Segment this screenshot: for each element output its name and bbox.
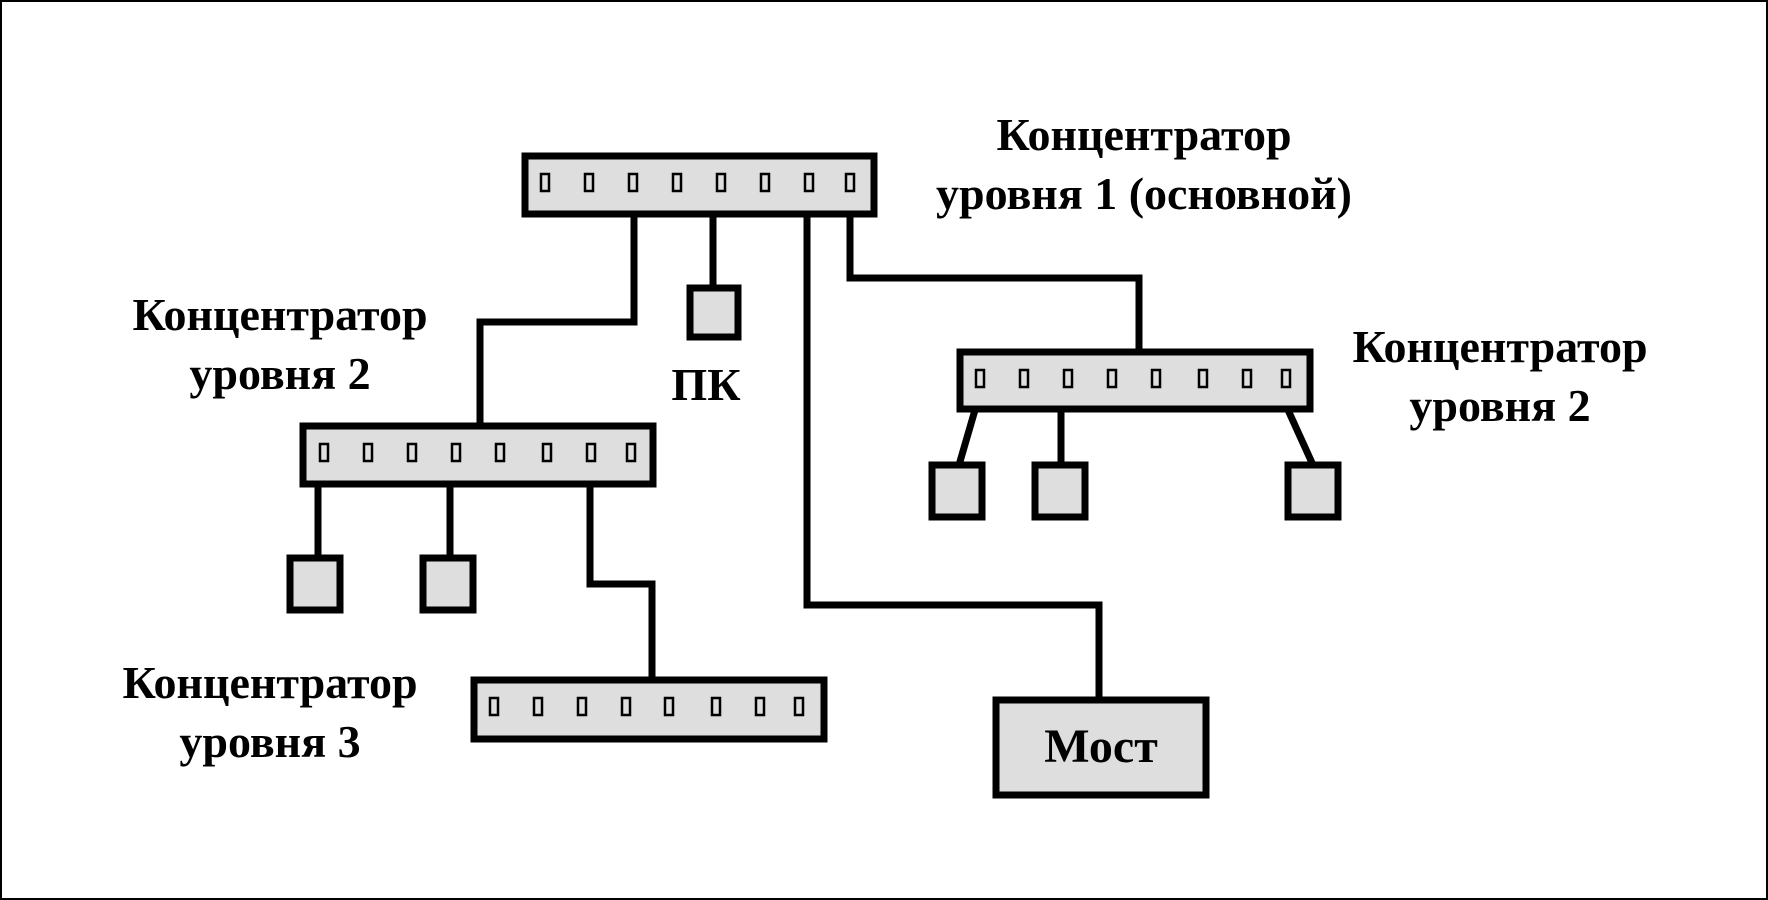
device-hub2-right-3 — [1284, 461, 1342, 521]
hub-level-1 — [521, 152, 878, 218]
hub-level-1-label-line2: уровня 1 (основной) — [936, 168, 1352, 219]
device-hub2-right-2 — [1031, 461, 1089, 521]
port — [974, 368, 986, 389]
hub-level-3-ports — [488, 696, 805, 717]
wire-hub2-right-to-device-1 — [954, 405, 980, 470]
bridge-device — [992, 696, 1210, 799]
hub-level-3-label-line1: Концентратор — [122, 657, 417, 708]
hub-level-2-right — [956, 348, 1314, 413]
port — [318, 442, 330, 463]
port — [620, 696, 632, 717]
port — [450, 442, 462, 463]
hub-level-3 — [470, 676, 828, 743]
port — [539, 172, 551, 193]
hub-level-2-right-label-line1: Концентратор — [1352, 321, 1647, 372]
port — [541, 442, 553, 463]
port — [1150, 368, 1162, 389]
hub-level-2-left-label-line1: Концентратор — [132, 289, 427, 340]
hub-level-2-right-body — [956, 348, 1314, 413]
device-hub2-left-1 — [286, 554, 344, 614]
port — [715, 172, 727, 193]
wire-hub1-to-bridge — [803, 214, 1103, 704]
device-hub2-left-2 — [419, 554, 477, 614]
hub-level-2-left — [299, 422, 657, 488]
port — [625, 442, 637, 463]
connections — [314, 214, 1318, 704]
hub-level-2-right-ports — [974, 368, 1292, 389]
bridge-label: Мост — [1044, 720, 1158, 773]
wire-hub2-left-to-hub3 — [586, 478, 656, 684]
port — [627, 172, 639, 193]
hub-level-2-left-label-line2: уровня 2 — [189, 348, 370, 399]
port — [494, 442, 506, 463]
port — [844, 172, 856, 193]
port — [1197, 368, 1209, 389]
hub-level-1-label-line1: Концентратор — [996, 109, 1291, 160]
port — [583, 172, 595, 193]
port — [1062, 368, 1074, 389]
pc-label: ПК — [671, 359, 740, 410]
port — [1018, 368, 1030, 389]
hub-level-2-left-ports — [318, 442, 637, 463]
port — [754, 696, 766, 717]
port — [710, 696, 722, 717]
hub-level-1-ports — [539, 172, 856, 193]
port — [1280, 368, 1292, 389]
hub-level-2-left-body — [299, 422, 657, 488]
port — [1241, 368, 1253, 389]
port — [671, 172, 683, 193]
hub-level-1-body — [521, 152, 878, 218]
port — [803, 172, 815, 193]
port — [532, 696, 544, 717]
hub-level-3-body — [470, 676, 828, 743]
port — [1106, 368, 1118, 389]
port — [406, 442, 418, 463]
port — [663, 696, 675, 717]
wire-hub1-to-hub2-left — [476, 214, 638, 430]
wire-hub2-right-to-device-3 — [1283, 405, 1318, 470]
port — [488, 696, 500, 717]
port — [585, 442, 597, 463]
port — [362, 442, 374, 463]
port — [759, 172, 771, 193]
hub-level-2-right-label-line2: уровня 2 — [1409, 380, 1590, 431]
port — [793, 696, 805, 717]
device-hub2-right-1 — [928, 461, 986, 521]
port — [576, 696, 588, 717]
pc-device — [686, 284, 742, 341]
hub-level-3-label-line2: уровня 3 — [179, 716, 360, 767]
wire-hub1-to-hub2-right — [846, 214, 1143, 356]
